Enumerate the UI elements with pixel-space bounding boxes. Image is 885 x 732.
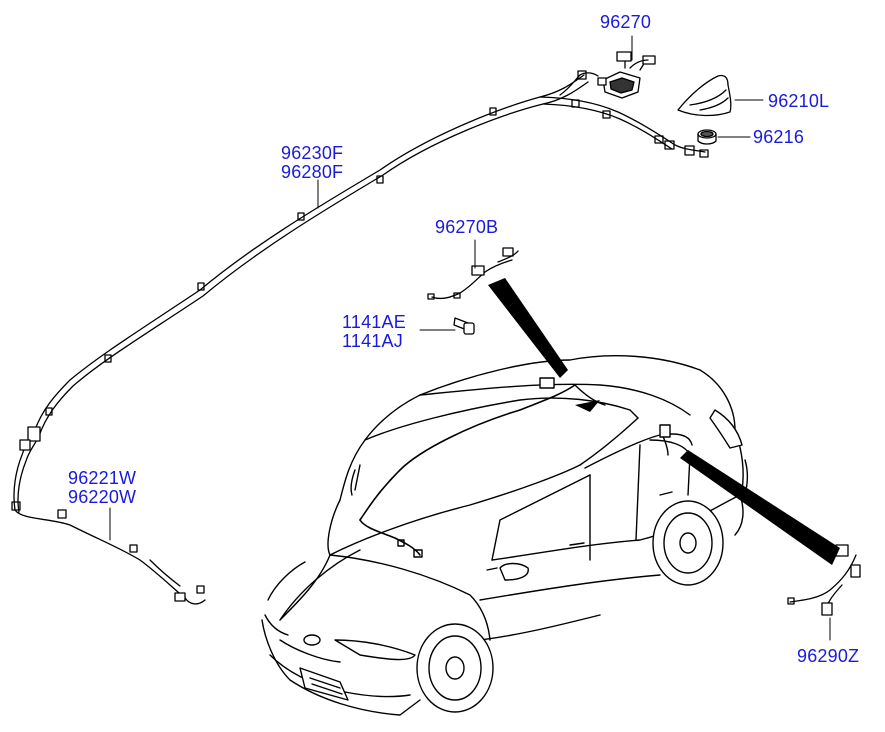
part-label-1141ae: 1141AE 1141AJ [342, 313, 406, 351]
part-number: 1141AJ [342, 331, 403, 351]
part-label-96221w: 96221W 96220W [68, 469, 136, 507]
part-number: 96280F [281, 162, 344, 182]
part-number: 96290Z [797, 646, 860, 666]
leader-lines [109, 35, 831, 641]
car-illustration [261, 355, 749, 716]
amplifier-module [597, 51, 656, 99]
part-number: 96216 [753, 127, 805, 147]
sub-cable-96270b [427, 247, 519, 300]
part-number: 96221W [68, 468, 137, 488]
bolt-1141ae [453, 317, 475, 335]
part-label-96210l: 96210L [768, 92, 829, 110]
part-number: 96270 [600, 12, 652, 32]
part-number: 96210L [768, 91, 830, 111]
part-number: 1141AE [342, 312, 406, 332]
rear-cable-96290z [787, 544, 861, 616]
main-harness [11, 70, 709, 605]
shark-fin-antenna [677, 74, 732, 117]
part-number: 96270B [435, 217, 499, 237]
callout-wedges [488, 278, 840, 565]
part-number: 96230F [281, 143, 344, 163]
part-label-96270b: 96270B [435, 218, 498, 236]
part-label-96230f: 96230F 96280F [281, 144, 343, 182]
part-number: 96220W [68, 487, 137, 507]
part-label-96216: 96216 [753, 128, 804, 146]
grommet [697, 129, 717, 145]
part-label-96290z: 96290Z [797, 647, 859, 665]
part-label-96270: 96270 [600, 13, 651, 31]
